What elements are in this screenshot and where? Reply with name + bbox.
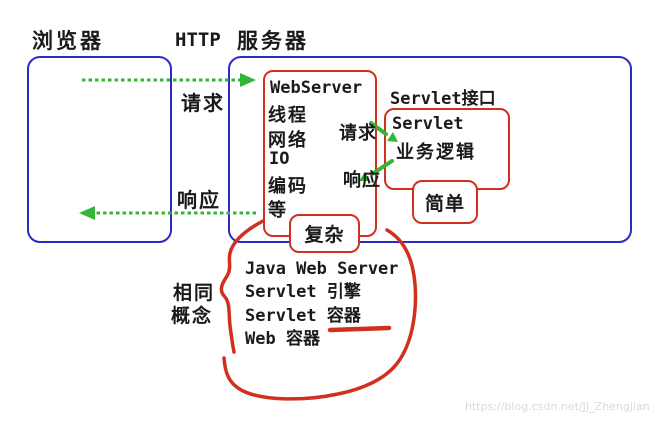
webserver-item-encoding: 编码 (268, 176, 308, 197)
web-container-underline (327, 325, 392, 333)
synonym-web-container: Web 容器 (245, 329, 320, 349)
watermark-url: https://blog.csdn.net/JJ_Zhengjian (465, 400, 650, 413)
webserver-item-thread: 线程 (268, 105, 308, 126)
browser-label: 浏览器 (32, 28, 104, 53)
servlet-name: Servlet (392, 114, 464, 134)
http-label: HTTP (175, 29, 221, 51)
synonym-servlet-engine: Servlet 引擎 (245, 282, 361, 302)
webserver-item-etc: 等 (268, 200, 288, 221)
simple-box: 简单 (412, 180, 478, 224)
webserver-box (263, 70, 377, 237)
servlet-role: 业务逻辑 (396, 142, 476, 163)
webserver-item-network: 网络 (268, 130, 308, 151)
request-label: 请求 (181, 91, 225, 115)
synonym-servlet-container: Servlet 容器 (245, 306, 361, 326)
same-concept-line1: 相同 (173, 282, 216, 304)
server-label: 服务器 (237, 28, 309, 53)
servlet-interface-label: Servlet接口 (390, 89, 496, 109)
inner-response-label: 响应 (343, 170, 381, 191)
webserver-title: WebServer (270, 78, 363, 98)
servlet-box (384, 108, 510, 190)
response-label: 响应 (177, 188, 221, 212)
simple-label: 简单 (424, 192, 465, 215)
webserver-item-io: IO (269, 149, 290, 169)
browser-box (27, 56, 172, 243)
synonym-java-web-server: Java Web Server (245, 259, 399, 279)
same-concept-line2: 概念 (171, 305, 214, 327)
complex-label: 复杂 (304, 224, 345, 246)
server-box (228, 56, 632, 243)
inner-request-label: 请求 (339, 123, 377, 144)
complex-box: 复杂 (289, 214, 360, 253)
